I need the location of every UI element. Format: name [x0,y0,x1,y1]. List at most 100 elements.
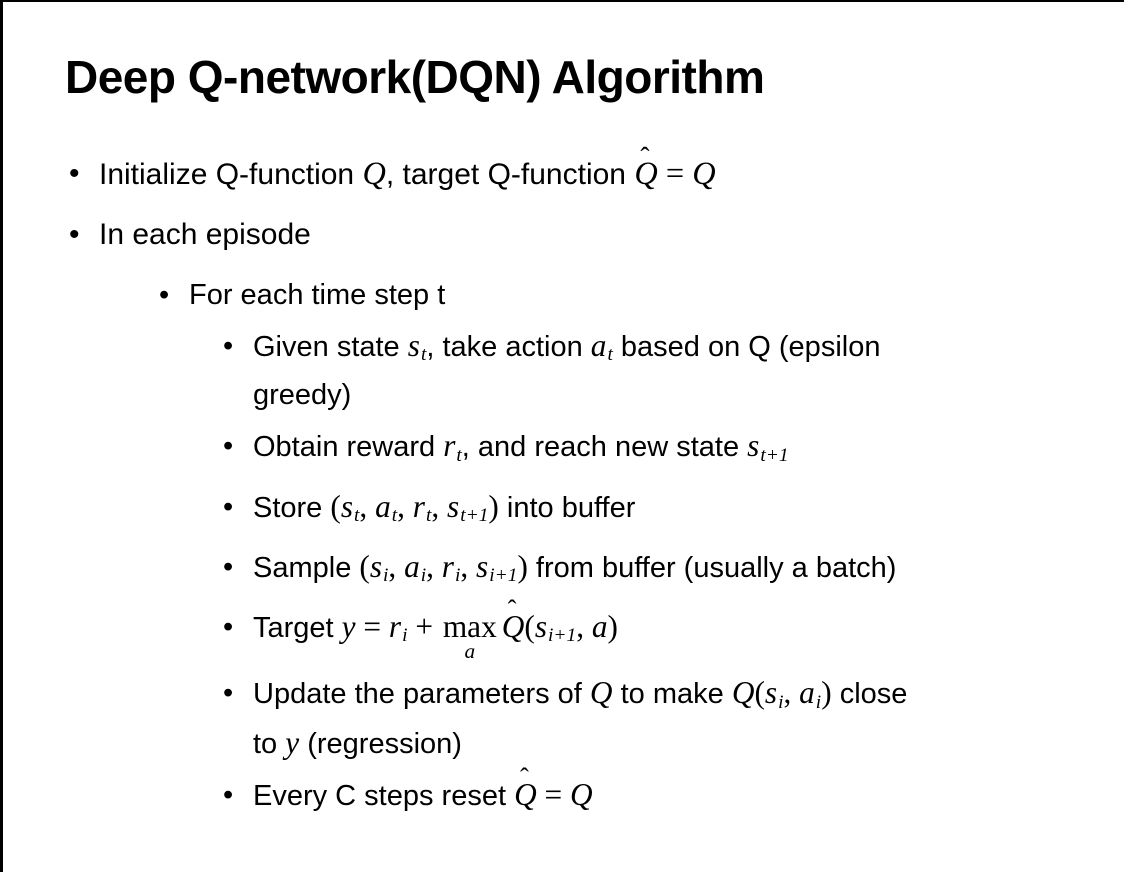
bullet-line: greedy) [253,375,1104,415]
math-segment: at [591,326,613,375]
math-subscript: t [607,344,613,366]
bullet-marker: • [223,677,234,710]
math-subscript: t [425,504,432,526]
math-subscript: t+1 [460,504,489,526]
math-variable: a [799,675,815,711]
bullet-marker: • [223,430,234,463]
math-variable: Q [634,156,658,192]
text-segment: Initialize Q-function [99,158,363,191]
math-text-segment: + [407,609,441,645]
text-segment: to [253,727,286,760]
math-subscript: i [778,691,784,713]
math-segment: a [592,607,608,647]
text-segment: from buffer (usually a batch) [527,551,897,584]
math-text-segment: , [359,488,376,524]
math-variable: r [388,609,402,645]
math-variable: s [369,548,383,584]
math-subscript: i [454,565,461,587]
text-segment: In each episode [99,218,311,251]
math-subscript: i+1 [489,565,518,587]
text-segment: (regression) [299,727,462,760]
math-subscript: t+1 [760,444,789,466]
math-variable: s [747,428,760,464]
bullet-line: Given state st, take action at based on … [253,326,1104,375]
math-subscript: i [402,625,408,647]
math-text-segment: , [576,609,592,645]
math-segment: ai [799,673,821,722]
hat-accent: ˆ [640,140,650,172]
bullet-item: • In each episode [69,215,1104,255]
math-variable: s [447,488,460,524]
math-text-segment: = [536,776,571,812]
math-segment: st [341,487,360,536]
math-variable: y [285,724,300,760]
max-underscript: a [464,638,476,663]
math-subscript: t [456,444,462,466]
math-text-segment: ) [488,488,499,524]
text-segment: Obtain reward [253,431,444,464]
bullet-item: •Given state st, take action at based on… [223,326,1104,415]
text-segment: Store [253,491,331,524]
bullet-item: •For each time step t [159,275,1104,315]
math-subscript: i [815,691,822,713]
bullet-content: Sample (si, ai, ri, si+1) from buffer (u… [253,547,1104,596]
bullet-line: Store (st, at, rt, st+1) into buffer [253,487,1104,536]
bullet-item: • Update the parameters of Q to make Q(si… [223,673,1104,763]
bullet-line: to y (regression) [253,723,1104,764]
bullet-content: In each episode [99,215,1104,255]
math-variable: Q [570,776,593,812]
math-variable: r [441,548,454,584]
math-segment: rt [443,426,462,475]
math-text-segment: , [426,548,442,584]
math-text-segment: , [388,548,405,584]
math-text-segment: ( [330,488,341,524]
math-segment: ri [389,607,408,656]
bullet-line: For each time step t [189,275,1104,315]
bullet-content: Given state st, take action at based on … [253,326,1104,415]
math-text-segment: ) [607,609,618,645]
math-variable: Q [589,675,613,711]
math-segment: y [342,607,356,647]
bullet-marker: • [69,218,80,251]
text-segment: Target [253,612,342,645]
math-variable: y [341,609,356,645]
math-variable: Q [362,156,386,192]
math-segment: Q [732,673,755,713]
bullet-item: •Initialize Q-function Q, target Q-funct… [69,143,1104,195]
math-text-segment: ) [821,675,832,711]
math-variable: r [412,488,425,524]
text-segment: Given state [253,331,408,363]
math-subscript: i [420,565,427,587]
math-variable: s [476,548,489,584]
math-variable: Q [731,675,755,711]
bullet-list: •Initialize Q-function Q, target Q-funct… [3,143,1104,827]
max-label: max [442,609,497,645]
text-segment: Every C steps reset [253,779,515,812]
text-segment: Sample [253,551,360,584]
math-variable: s [764,675,778,711]
bullet-content: Update the parameters of Q to make Q(si,… [253,673,1104,763]
text-segment: For each time step t [189,279,446,311]
math-subscript: i [383,565,389,587]
math-segment: st+1 [747,426,788,475]
math-segment: Q [570,775,593,815]
math-variable: a [591,609,608,645]
text-segment: based on Q (epsilon [612,331,881,363]
math-segment: si+1 [476,547,517,596]
text-segment: to make [612,678,732,711]
math-variable: Q [692,156,716,192]
math-text-segment: , [397,488,413,524]
bullet-marker: • [223,550,234,583]
text-segment: Update the parameters of [253,678,590,711]
math-segment: st+1 [447,487,488,536]
text-segment: , target Q-function [385,158,635,191]
text-segment: , and reach new state [461,431,748,464]
